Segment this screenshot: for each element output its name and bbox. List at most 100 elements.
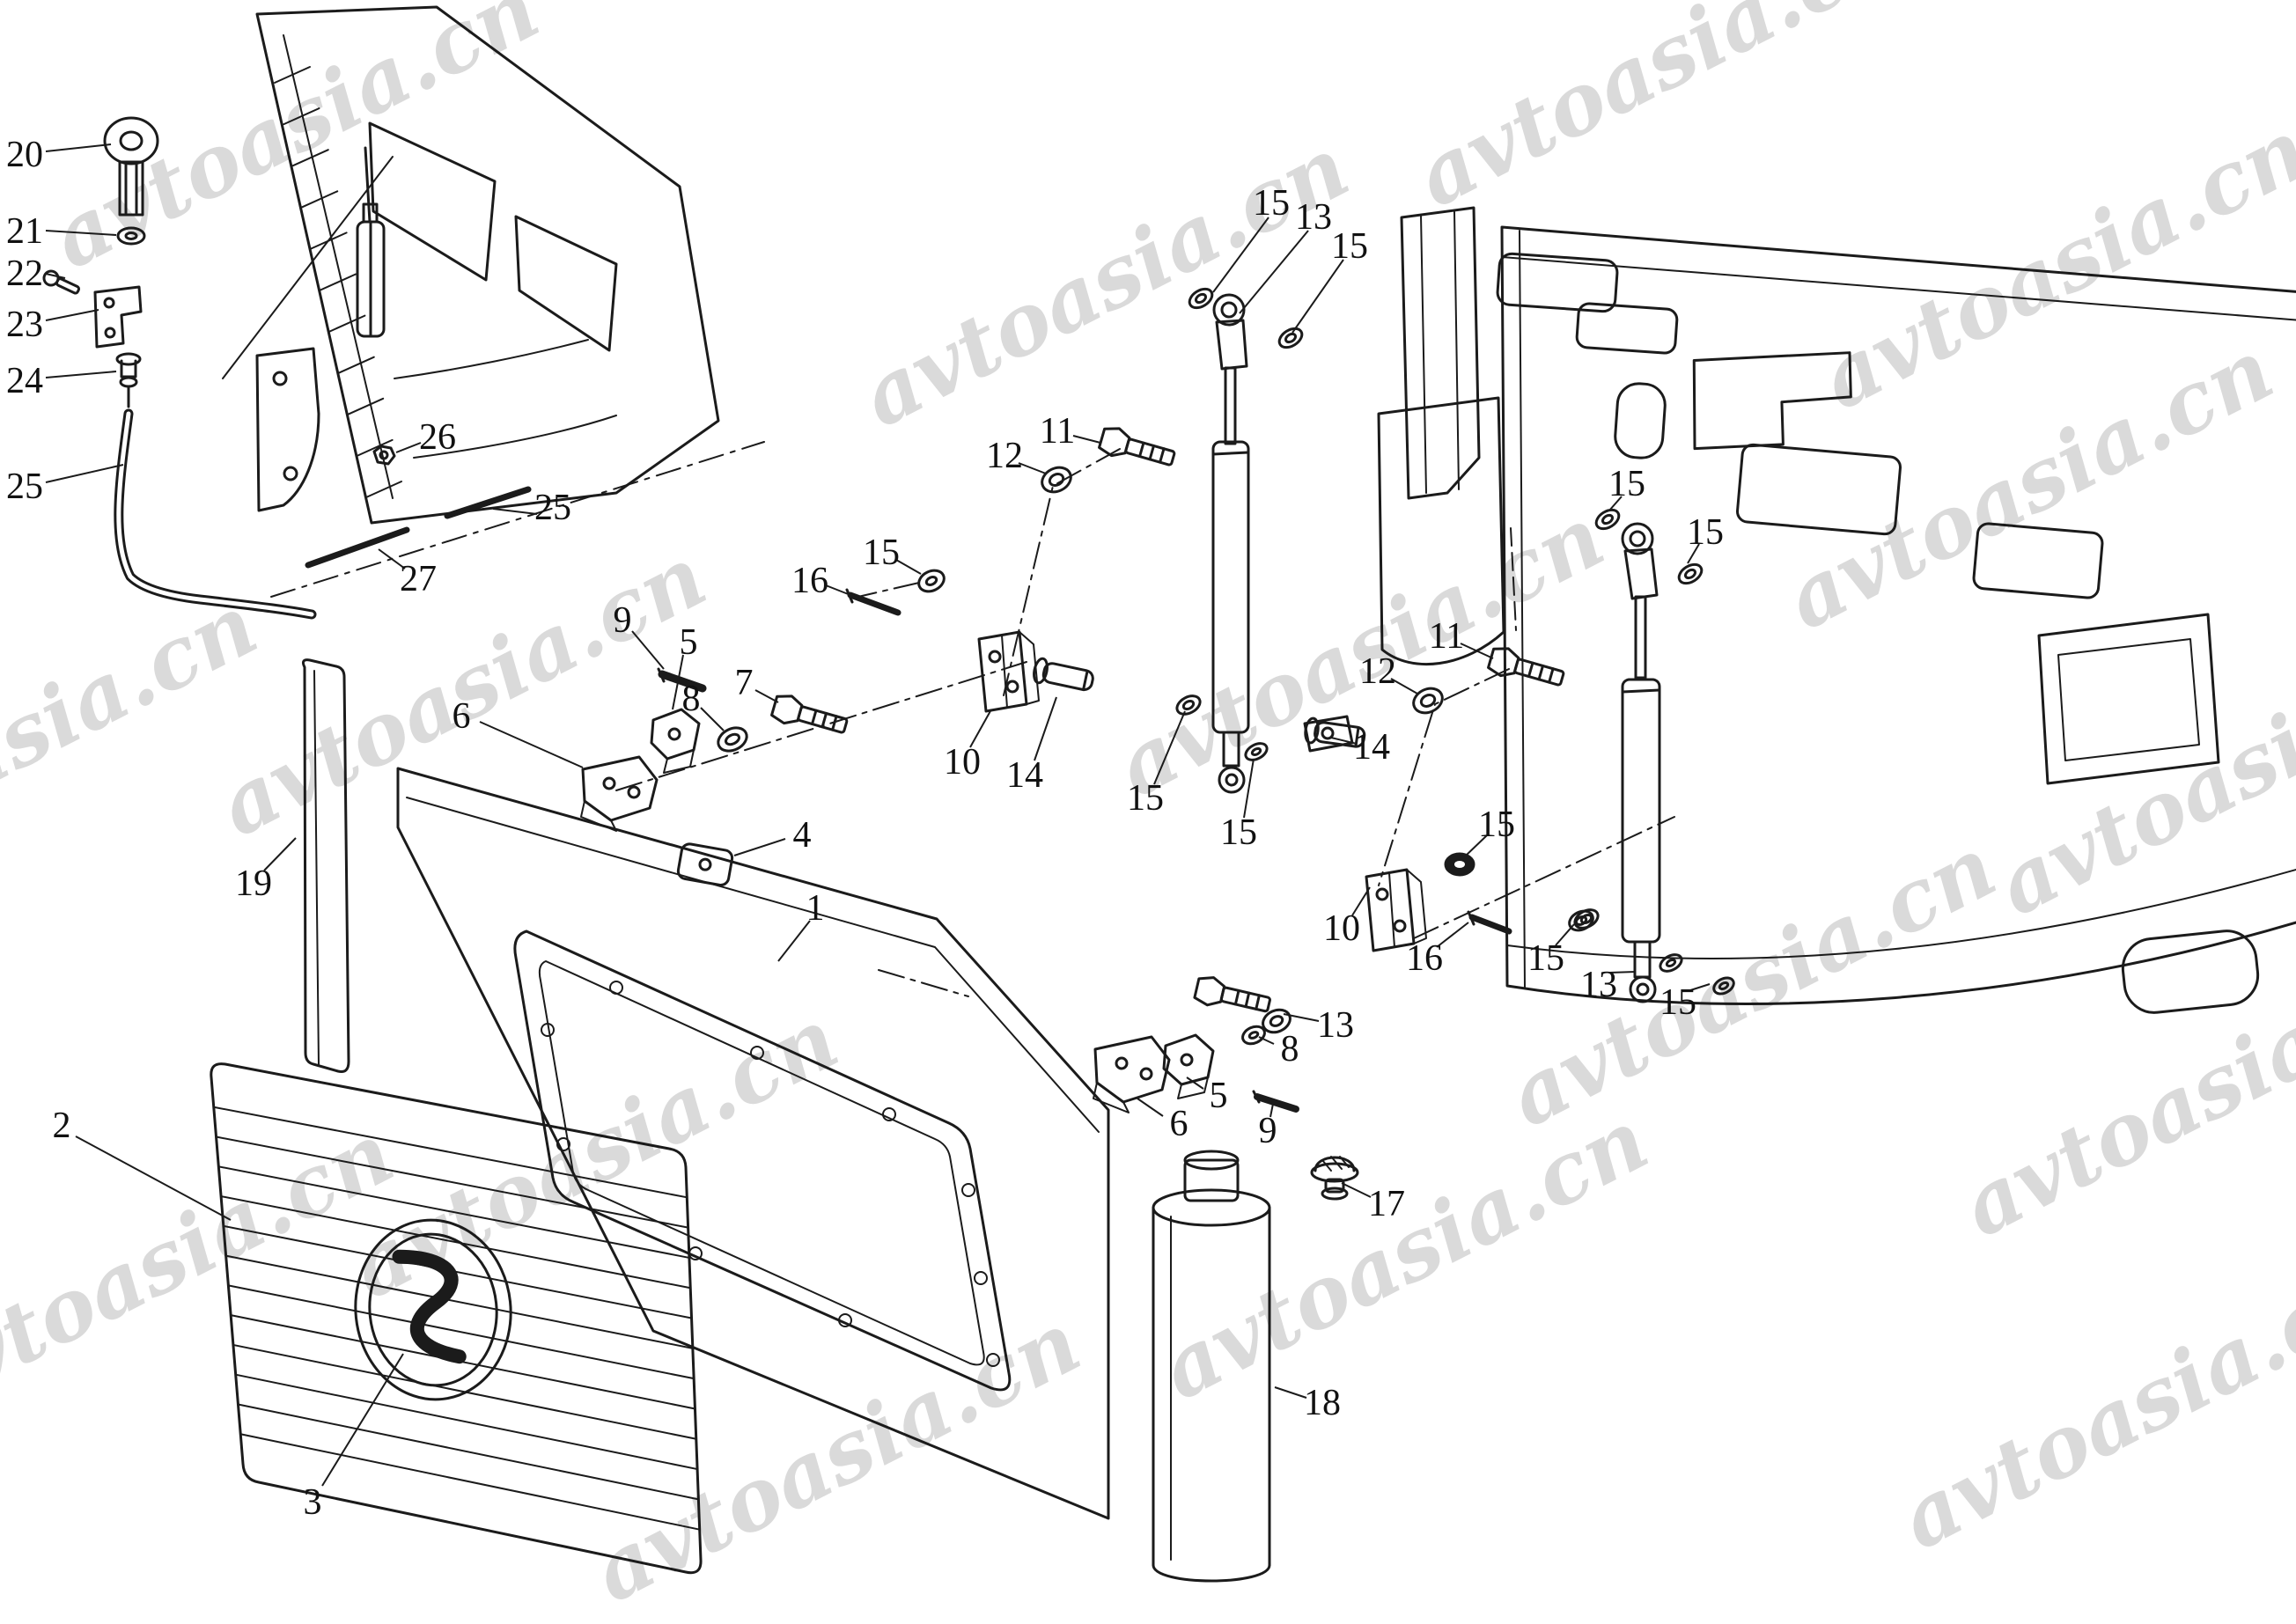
pin-part-9 [1254,1093,1299,1113]
leader-line-part-21 [45,230,117,236]
gas-strut-right [1573,508,1735,1003]
leader-line-part-15 [1608,496,1623,511]
part-label-25: 25 [534,488,571,528]
watermark-text: avtoasia.cn [36,0,555,288]
rear-panel-outline [1500,225,2296,1005]
pin-part-14 [1030,656,1097,695]
leader-line-part-8 [1258,1036,1275,1045]
screw-part-22 [42,269,81,295]
leader-line-part-12 [1018,462,1047,474]
leader-line-part-15 [1687,983,1711,992]
leader-line-part-26 [395,442,422,453]
part-label-12: 12 [986,436,1023,476]
part-label-15: 15 [863,533,900,573]
leader-line-part-11 [1072,435,1101,444]
pin-part-16 [1468,914,1512,935]
part-label-9: 9 [1259,1111,1277,1151]
washer-part-15 [917,569,946,593]
window-bolt-holes [541,981,1000,1367]
pillar-piece [1400,206,1481,500]
part-label-15: 15 [1687,512,1724,553]
leader-line-part-10 [969,709,992,748]
hatch-panel-outline [396,767,1110,1520]
leader-line-part-2 [75,1135,232,1221]
grille-slats [212,1106,701,1531]
washer-part-8 [717,726,748,753]
leader-line-part-9 [1269,1103,1274,1118]
part-label-7: 7 [735,663,754,703]
leader-line-part-20 [45,143,112,152]
hatch-tick [356,438,394,457]
part-label-6: 6 [1170,1104,1188,1144]
leader-line-part-6 [1137,1098,1164,1117]
hatch-tick [283,107,320,126]
leader-line-part-10 [1351,886,1371,916]
hinge-hardware-lower [1093,973,1359,1201]
grommet-part-17 [1310,1156,1359,1201]
part-label-5: 5 [1210,1076,1228,1116]
part-label-15: 15 [1478,805,1515,845]
grille-slat [220,1195,692,1290]
cap-part-20 [103,116,159,165]
leader-line-part-6 [479,721,584,768]
part-label-13: 13 [1317,1005,1354,1046]
hatch-tick [274,66,311,84]
grille-slat [237,1403,700,1501]
part-label-10: 10 [1323,908,1360,949]
part-label-13: 13 [1580,965,1617,1005]
grille-outline [210,1062,703,1575]
leader-line-part-24 [45,371,117,378]
washer-pump-assembly [42,116,765,620]
strut-washers [1175,287,1304,761]
valve-part-24 [115,352,142,408]
part-label-23: 23 [6,305,43,345]
part-label-27: 27 [400,559,437,599]
leader-line-part-23 [45,309,99,321]
part-label-15: 15 [1220,812,1257,853]
leader-line-part-3 [321,1353,404,1487]
leader-line-part-8 [700,707,725,731]
part-label-15: 15 [1331,226,1368,267]
part-label-6: 6 [453,696,471,737]
part-label-15: 15 [1127,778,1164,819]
leader-line-part-15 [1292,259,1344,334]
leader-line-part-14 [1330,737,1358,745]
leader-line-part-19 [263,837,297,871]
part-label-8: 8 [682,679,701,719]
watermark-text: avtoasia.cn [0,1103,408,1432]
leader-line-part-13 [1283,1013,1320,1022]
leader-line-part-17 [1341,1182,1372,1198]
grille-slat [217,1165,690,1259]
part-label-21: 21 [6,211,43,252]
bracket-part-23 [93,285,143,349]
leader-line-part-1 [777,920,811,962]
leader-line-part-13 [1239,230,1309,314]
hinge-hardware-left [580,423,1179,886]
part-label-24: 24 [6,361,43,401]
strut-body [1621,678,1661,944]
hinge-base-part-6 [1093,1035,1171,1104]
grille-slat [227,1284,695,1380]
leader-line-part-16 [825,584,851,596]
washer-part-21 [116,226,146,246]
part-label-19: 19 [235,863,272,904]
pin-part-9 [658,670,707,693]
part-label-8: 8 [1281,1029,1299,1069]
washer-part-12 [1412,687,1444,715]
part-label-12: 12 [1359,651,1396,692]
leader-line-part-9 [631,630,665,670]
diagram-line-art [42,5,2296,1583]
part-label-26: 26 [419,417,456,458]
part-label-15: 15 [1527,938,1564,979]
part-label-16: 16 [791,561,828,601]
leader-line-part-16 [1436,922,1469,948]
gas-strut-left [1175,287,1354,794]
rod-part-27 [305,526,410,569]
leader-line-part-22 [45,273,66,279]
part-label-13: 13 [1295,197,1332,238]
part-label-2: 2 [53,1106,71,1146]
hatch-tick [301,190,339,209]
grille-slat [212,1106,688,1199]
grille-slat [215,1135,689,1229]
